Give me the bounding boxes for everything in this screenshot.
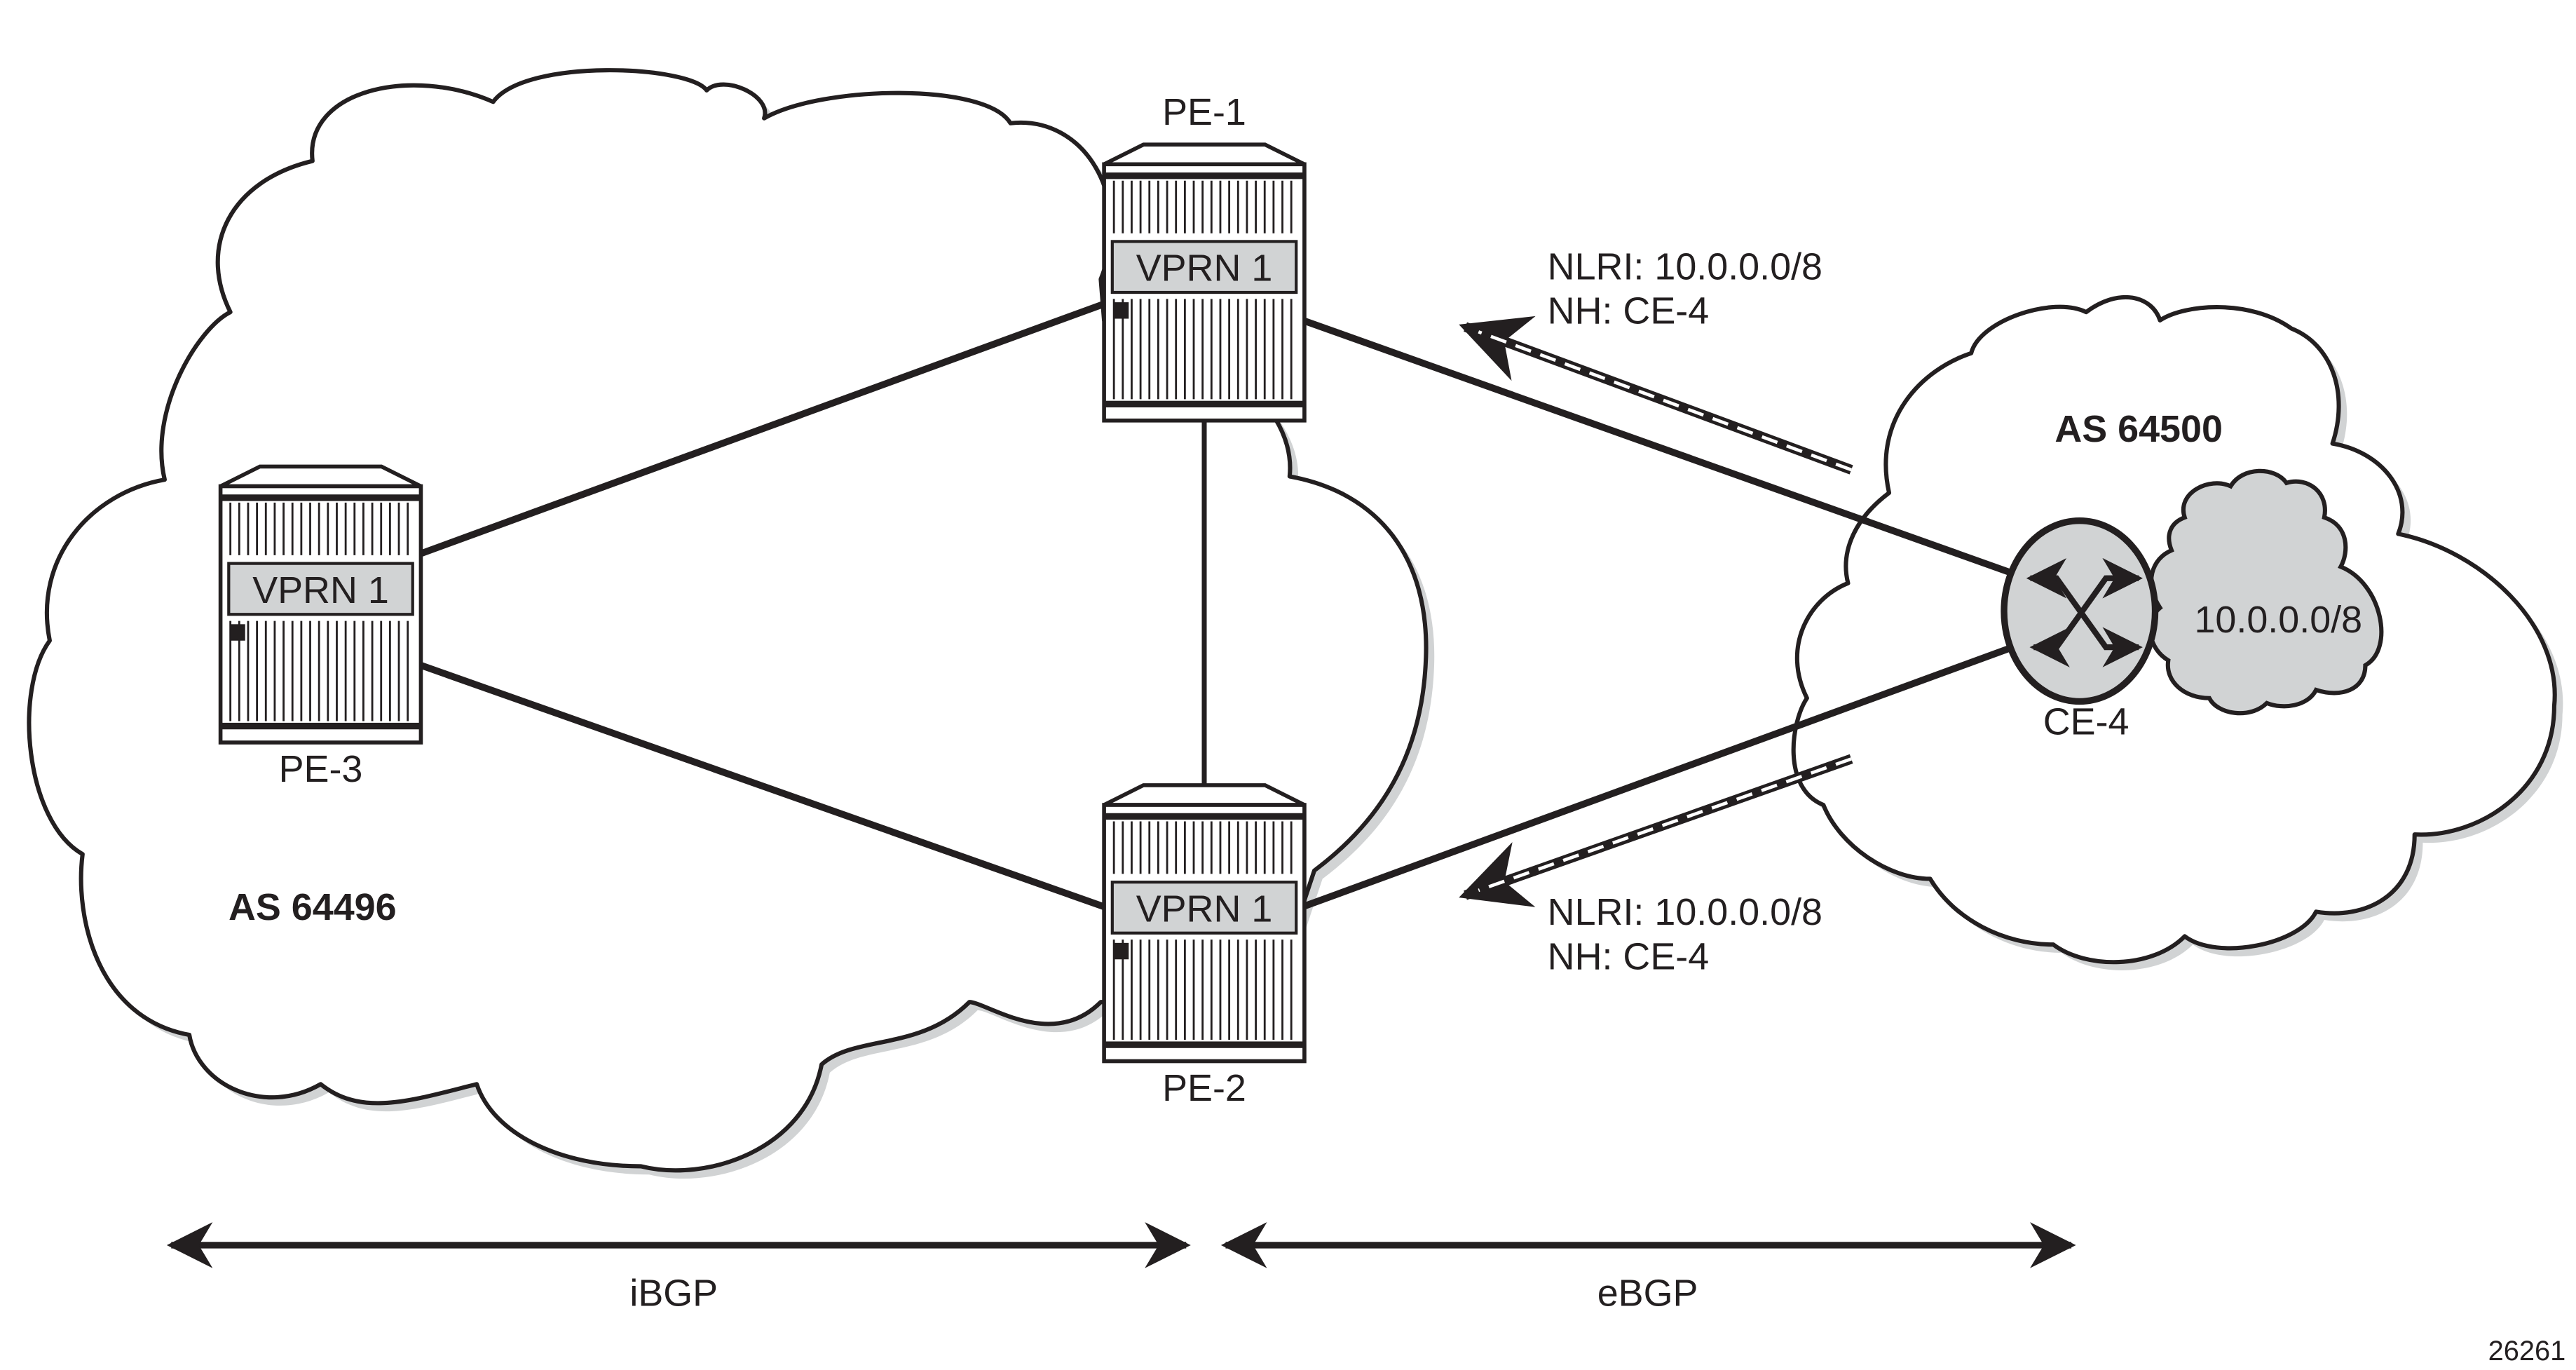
led-indicator-icon: [1114, 942, 1129, 960]
chassis-bar-bottom: [1104, 1041, 1304, 1048]
vprn-label: VPRN 1: [252, 569, 389, 611]
advert-pe1-nh: NH: CE-4: [1548, 290, 1710, 332]
advert-pe2-nlri: NLRI: 10.0.0.0/8: [1548, 891, 1822, 933]
pe3-router[interactable]: VPRN 1 PE-3: [218, 464, 423, 790]
ebgp-label: eBGP: [1597, 1273, 1698, 1315]
vprn-label: VPRN 1: [1136, 247, 1273, 290]
link-pe3-pe2: [419, 662, 1105, 910]
advertisement-arrow-pe2: [1459, 754, 1853, 907]
chassis-bar-top: [1104, 172, 1304, 179]
led-indicator-icon: [230, 624, 245, 641]
chassis-bar-top: [220, 494, 421, 501]
chassis-bar-bottom: [220, 722, 421, 730]
chassis-top: [1103, 783, 1306, 807]
as64496-label: AS 64496: [229, 886, 397, 928]
chassis-top: [1103, 142, 1306, 167]
router-cross-arrows-icon: [2026, 558, 2143, 667]
ce4-label: CE-4: [2043, 700, 2129, 742]
prefix-cloud: 10.0.0.0/8: [2148, 468, 2384, 716]
pe1-router[interactable]: VPRN 1 PE-1: [1102, 91, 1307, 423]
vprn-box: [227, 562, 414, 616]
advert-pe1-nlri: NLRI: 10.0.0.0/8: [1548, 245, 1822, 287]
chassis-bar-bottom: [1104, 400, 1304, 408]
vprn-box: [1110, 881, 1298, 935]
link-pe2-ce4: [1301, 642, 2019, 910]
pe3-label: PE-3: [279, 748, 363, 790]
vprn-label: VPRN 1: [1136, 888, 1273, 930]
vprn-box: [1110, 240, 1298, 294]
chassis-bar-top: [1104, 813, 1304, 820]
ce4-router[interactable]: CE-4: [2001, 517, 2159, 743]
advertisement-arrow-pe1: [1459, 316, 1853, 475]
ibgp-span: iBGP: [166, 1222, 1191, 1315]
advert-pe2-nh: NH: CE-4: [1548, 935, 1710, 977]
pe2-router[interactable]: VPRN 1 PE-2: [1102, 783, 1307, 1109]
ibgp-label: iBGP: [629, 1273, 718, 1315]
links: [419, 300, 2019, 910]
pe2-label: PE-2: [1162, 1067, 1246, 1109]
ebgp-span: eBGP: [1220, 1222, 2076, 1315]
led-indicator-icon: [1114, 302, 1129, 319]
chassis-top: [219, 464, 422, 489]
as64500-label: AS 64500: [2054, 408, 2223, 450]
prefix-label: 10.0.0.0/8: [2194, 599, 2362, 641]
pe1-label: PE-1: [1162, 91, 1246, 133]
link-pe1-ce4: [1301, 317, 2019, 578]
link-pe3-pe1: [419, 300, 1105, 557]
figure-id: 26261: [2488, 1336, 2566, 1366]
